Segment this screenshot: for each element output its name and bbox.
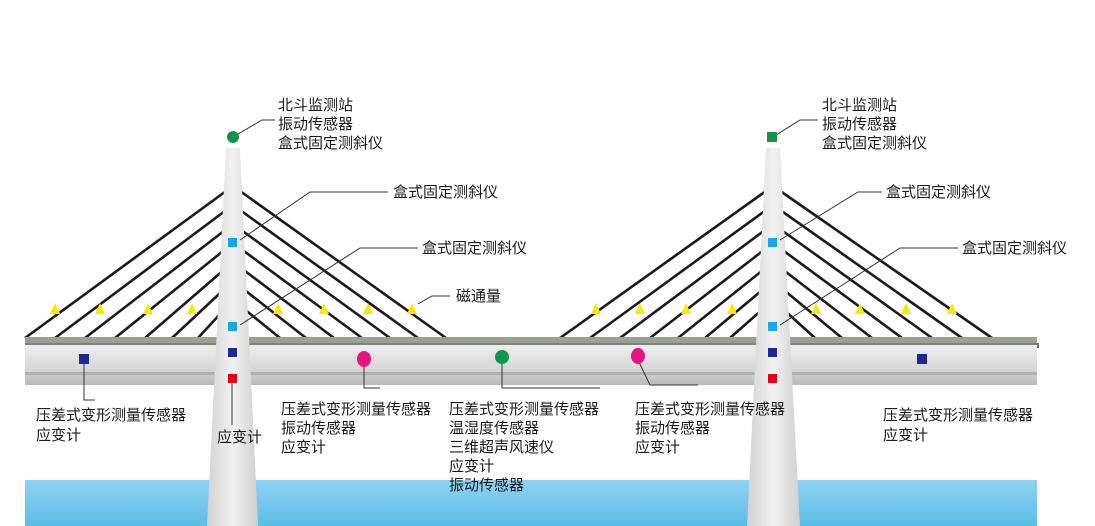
right-tower-cable-right-4 — [772, 260, 873, 340]
stay-cables — [24, 184, 993, 340]
leader-right-top — [772, 119, 818, 138]
label-right-tilt-lower: 盒式固定测斜仪 — [962, 239, 1067, 257]
magnetic-flux-sensors — [50, 303, 957, 314]
leader-left-tilt-upper — [239, 191, 388, 241]
center-sensor — [495, 350, 509, 364]
magnetic-flux-sensor-icon — [95, 303, 105, 314]
left-tower-cable-right-2 — [232, 222, 391, 340]
leader-left-top — [232, 119, 275, 138]
right-tower-cable-left-2 — [619, 222, 774, 340]
right-tilt-upper-sensor — [768, 238, 777, 247]
left-tilt-lower-sensor — [228, 322, 237, 331]
left-tower-cable-right-1 — [232, 203, 419, 340]
left-tower-pressure-sensor — [228, 348, 237, 357]
labels: 北斗监测站 振动传感器 盒式固定测斜仪 北斗监测站 振动传感器 盒式固定测斜仪 … — [36, 96, 1067, 494]
leader-left-tilt-lower — [239, 247, 418, 326]
magnetic-flux-sensor-icon — [811, 303, 821, 314]
left-tower-cable-right-4 — [232, 260, 335, 340]
label-right-tower-top: 北斗监测站 振动传感器 盒式固定测斜仪 — [822, 96, 927, 152]
label-magnetic-flux: 磁通量 — [456, 287, 501, 305]
deck-railing — [25, 337, 1037, 343]
right-tower-cable-right-1 — [772, 203, 963, 340]
leader-left-span — [83, 360, 95, 401]
bridge-deck — [25, 337, 1039, 385]
left-tilt-upper-sensor — [228, 238, 237, 247]
left-tower-cable-left-4 — [144, 261, 234, 339]
label-left-tower-top: 北斗监测站 振动传感器 盒式固定测斜仪 — [278, 96, 383, 152]
right-tower-cable-right-0 — [772, 184, 993, 340]
magnetic-flux-sensor-icon — [947, 303, 957, 314]
label-right-tilt-upper: 盒式固定测斜仪 — [886, 183, 991, 201]
right-tower-pressure-sensor — [768, 348, 777, 357]
right-tower-cable-right-2 — [772, 222, 933, 340]
magnetic-flux-sensor-icon — [855, 303, 865, 314]
right-tilt-lower-sensor — [768, 322, 777, 331]
magnetic-flux-sensor-icon — [143, 303, 153, 314]
magnetic-flux-sensor-icon — [407, 303, 417, 314]
mid-left-sensor — [357, 351, 371, 367]
right-tower-cable-left-3 — [649, 241, 774, 340]
deck-top-line — [25, 343, 1037, 345]
magnetic-flux-sensor-icon — [591, 303, 601, 314]
leader-mid-left — [363, 362, 380, 389]
right-beidou-sensor — [767, 132, 777, 142]
left-tower-cable-left-1 — [54, 203, 234, 340]
magnetic-flux-sensor-icon — [273, 303, 283, 314]
right-tower-cable-left-4 — [677, 260, 774, 340]
leader-right-tilt-lower — [779, 247, 958, 326]
magnetic-flux-sensor-icon — [50, 303, 60, 314]
label-left-tilt-upper: 盒式固定测斜仪 — [393, 183, 498, 201]
label-left-tilt-lower: 盒式固定测斜仪 — [422, 239, 527, 257]
label-center: 压差式变形测量传感器 温湿度传感器 三维超声风速仪 应变计 振动传感器 — [449, 400, 604, 494]
label-left-tower-base: 应变计 — [217, 428, 262, 446]
leader-center — [501, 360, 600, 389]
left-tower-cable-right-0 — [232, 184, 447, 340]
magnetic-flux-sensor-icon — [187, 303, 197, 314]
right-tower-cable-left-0 — [559, 184, 774, 340]
magnetic-flux-sensor-icon — [681, 303, 691, 314]
deck-surface — [25, 343, 1037, 385]
leader-mid-right — [637, 359, 698, 386]
left-tower-cable-left-3 — [114, 241, 234, 340]
label-left-span: 压差式变形测量传感器 应变计 — [36, 406, 191, 444]
left-tower — [207, 148, 258, 526]
left-beidou-sensor — [227, 131, 239, 143]
right-span-pressure-sensor — [917, 354, 927, 364]
leader-lines — [83, 119, 958, 425]
left-tower-cable-left-2 — [84, 222, 234, 340]
label-mid-left: 压差式变形测量传感器 振动传感器 应变计 — [281, 400, 436, 456]
river-water — [25, 480, 1037, 526]
right-tower-cable-right-3 — [772, 241, 903, 340]
left-tower-cable-right-3 — [232, 241, 363, 340]
magnetic-flux-sensor-icon — [727, 303, 737, 314]
left-span-pressure-sensor — [79, 354, 89, 364]
left-tower-strain-sensor — [228, 374, 237, 383]
label-mid-right: 压差式变形测量传感器 振动传感器 应变计 — [635, 400, 790, 456]
left-tower-cable-left-0 — [24, 184, 234, 340]
mid-right-sensor — [631, 348, 645, 364]
right-tower — [747, 148, 800, 526]
leader-right-tilt-upper — [779, 191, 882, 241]
railing-post — [1036, 343, 1039, 348]
leader-magnetic — [417, 295, 450, 305]
right-tower-cable-left-1 — [589, 203, 774, 340]
magnetic-flux-sensor-icon — [901, 303, 911, 314]
deck-bottom-line — [25, 372, 1037, 375]
right-tower-strain-sensor — [768, 374, 777, 383]
label-right-span: 压差式变形测量传感器 应变计 — [883, 406, 1038, 444]
magnetic-flux-sensor-icon — [319, 303, 329, 314]
magnetic-flux-sensor-icon — [635, 303, 645, 314]
magnetic-flux-sensor-icon — [363, 303, 373, 314]
